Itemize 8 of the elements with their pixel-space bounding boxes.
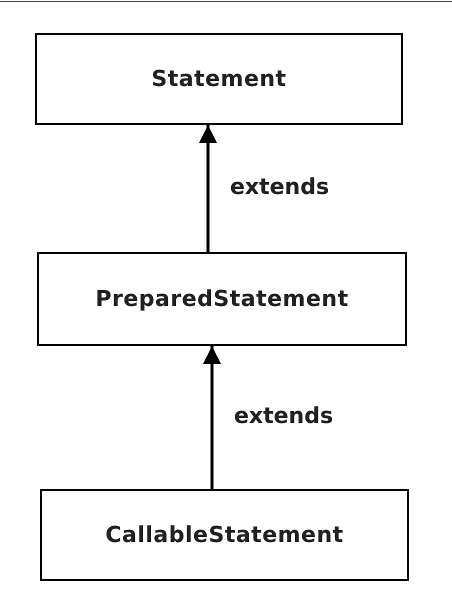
class-name: PreparedStatement [95, 286, 349, 312]
class-box [37, 252, 407, 346]
class-box [35, 33, 403, 125]
class-name: CallableStatement [105, 522, 344, 548]
class-box [40, 489, 409, 581]
arrow [199, 125, 217, 252]
arrow [203, 346, 221, 489]
class-name: Statement [151, 66, 287, 92]
